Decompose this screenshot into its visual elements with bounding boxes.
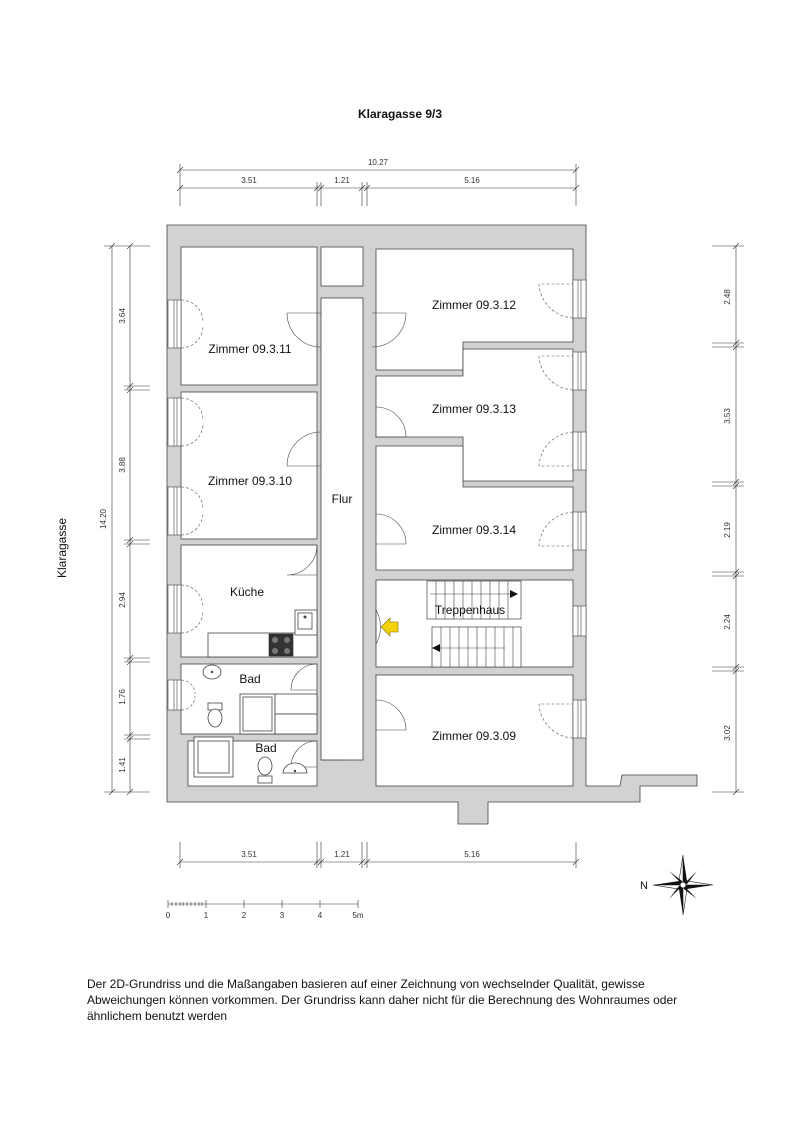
dim-left-4: 1.76	[118, 689, 127, 705]
dim-total-width: 10.27	[368, 158, 389, 167]
dim-right-5: 3.02	[723, 725, 732, 741]
plan-title: Klaragasse 9/3	[358, 107, 442, 121]
scale-label-4: 4	[318, 911, 323, 920]
dim-bottom-3: 5.16	[464, 850, 480, 859]
disclaimer-text: Der 2D-Grundriss und die Maßangaben basi…	[87, 977, 678, 1023]
dim-left-2: 3.88	[118, 457, 127, 473]
kitchen-fixtures	[207, 609, 318, 658]
label-zimmer-14: Zimmer 09.3.14	[432, 523, 516, 537]
label-zimmer-13: Zimmer 09.3.13	[432, 402, 516, 416]
left-dimensions: 14.20 3.64 3.88 2.94 1.76 1.41	[99, 242, 150, 796]
dim-right-3: 2.19	[723, 522, 732, 538]
room-zimmer-14	[375, 445, 574, 571]
label-bad-2: Bad	[255, 741, 276, 755]
label-zimmer-12: Zimmer 09.3.12	[432, 298, 516, 312]
scale-label-1: 1	[204, 911, 209, 920]
dim-left-total: 14.20	[99, 508, 108, 529]
dim-top-2: 1.21	[334, 176, 350, 185]
dim-right-1: 2.48	[723, 289, 732, 305]
room-zimmer-12	[375, 248, 574, 371]
dim-right-4: 2.24	[723, 614, 732, 630]
compass-north-label: N	[640, 880, 648, 892]
room-zimmer-09	[375, 674, 574, 787]
dim-left-1: 3.64	[118, 308, 127, 324]
room-zimmer-11	[180, 246, 318, 386]
dim-left-5: 1.41	[118, 757, 127, 773]
scale-label-5: 5m	[352, 911, 363, 920]
windows-right	[538, 279, 587, 739]
bottom-dimensions: 3.51 1.21 5.16	[176, 842, 580, 868]
top-dimensions: 10.27 3.51 1.21 5.16	[176, 158, 580, 206]
label-treppenhaus: Treppenhaus	[435, 603, 505, 617]
label-kueche: Küche	[230, 585, 264, 599]
room-flur-main	[320, 297, 364, 761]
room-labels: Zimmer 09.3.11 Zimmer 09.3.10 Küche Bad …	[208, 298, 516, 755]
dim-top-3: 5.16	[464, 176, 480, 185]
scale-bar: 0 1 2 3 4 5m	[166, 900, 364, 920]
dim-right-2: 3.53	[723, 408, 732, 424]
dim-top-1: 3.51	[241, 176, 257, 185]
label-zimmer-09: Zimmer 09.3.09	[432, 729, 516, 743]
dim-bottom-1: 3.51	[241, 850, 257, 859]
room-zimmer-10	[180, 391, 318, 540]
windows-left	[167, 299, 204, 711]
street-label: Klaragasse	[55, 518, 69, 578]
doors	[286, 312, 407, 768]
scale-label-3: 3	[280, 911, 285, 920]
scale-label-0: 0	[166, 911, 171, 920]
scale-label-2: 2	[242, 911, 247, 920]
entrance-arrow	[380, 617, 399, 637]
bathroom-fixtures	[193, 664, 318, 784]
right-dimensions: 2.48 3.53 2.19 2.24 3.02	[712, 242, 744, 796]
staircase	[426, 580, 522, 668]
label-flur: Flur	[332, 492, 353, 506]
label-bad-1: Bad	[239, 672, 260, 686]
room-flur	[320, 246, 364, 287]
dim-bottom-2: 1.21	[334, 850, 350, 859]
compass-rose-icon	[652, 854, 714, 916]
room-interiors	[180, 246, 574, 787]
label-zimmer-10: Zimmer 09.3.10	[208, 474, 292, 488]
label-zimmer-11: Zimmer 09.3.11	[208, 342, 291, 356]
dim-left-3: 2.94	[118, 592, 127, 608]
